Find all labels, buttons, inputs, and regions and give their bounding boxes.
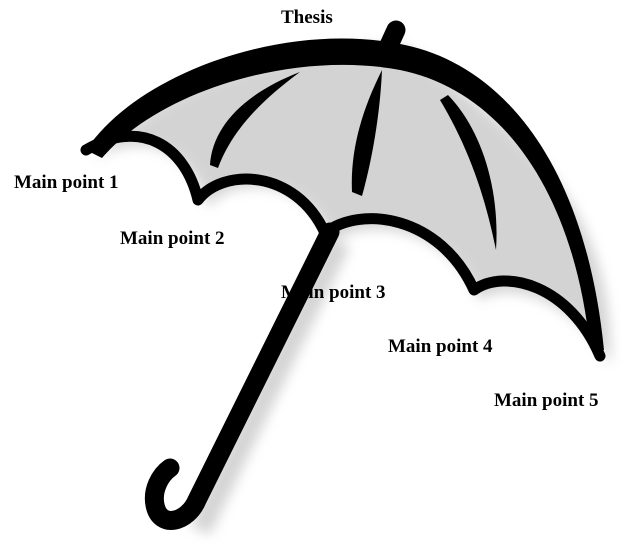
main-point-5-label: Main point 5 bbox=[494, 391, 599, 410]
main-point-3-label: Main point 3 bbox=[281, 283, 386, 302]
main-point-1-label: Main point 1 bbox=[14, 173, 119, 192]
main-point-2-label: Main point 2 bbox=[120, 229, 225, 248]
umbrella-shaft bbox=[154, 232, 330, 520]
thesis-label: Thesis bbox=[281, 8, 333, 27]
main-point-4-label: Main point 4 bbox=[388, 337, 493, 356]
